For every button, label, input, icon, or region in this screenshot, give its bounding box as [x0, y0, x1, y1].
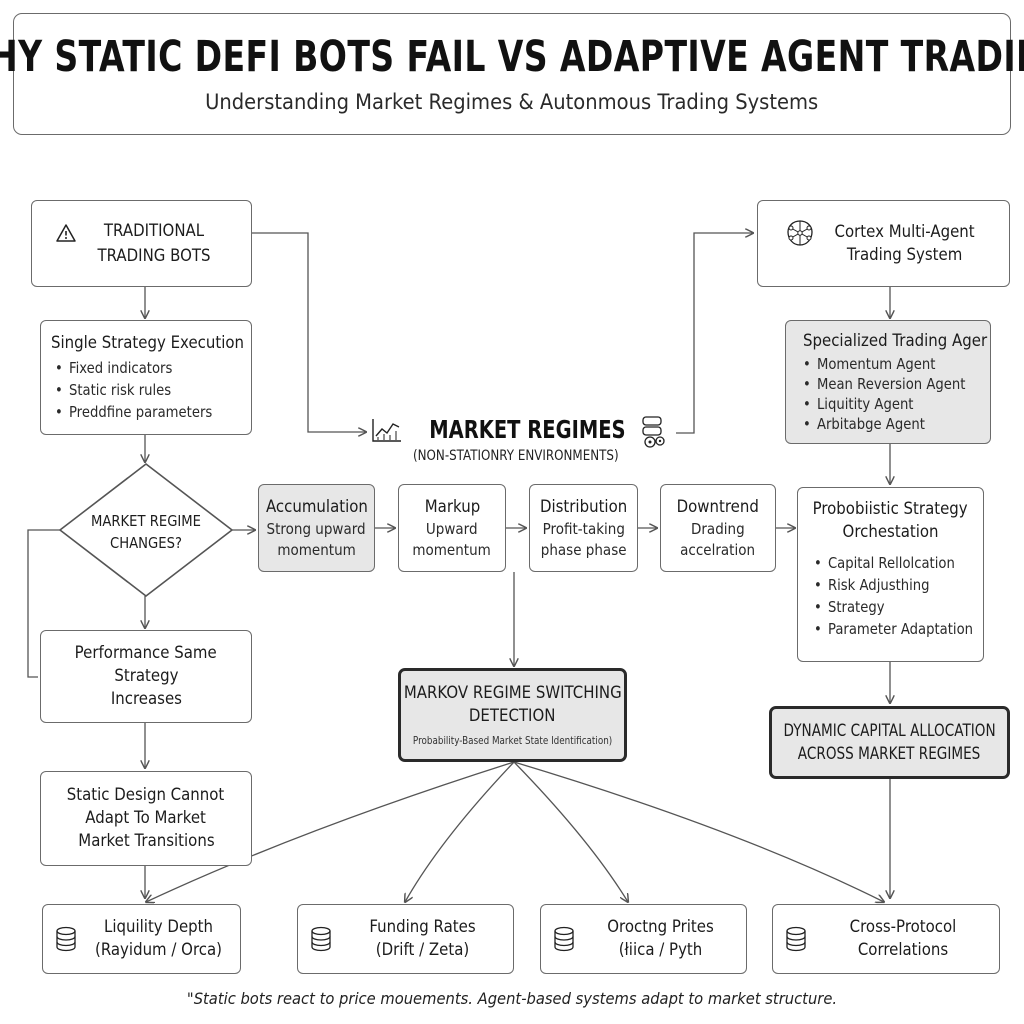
source-oracle-prices: Oroctng Prites (łiica / Pyth	[540, 904, 747, 974]
phase-distribution: Distribution Profit-taking phase phase	[529, 484, 638, 572]
cortex-label: Cortex Multi-Agent Trading System	[825, 221, 984, 267]
performance-box: Performance Same Strategy Increases	[40, 630, 252, 723]
source-label: Oroctng Prites (łiica / Pyth	[575, 916, 746, 962]
performance-line-1: Performance Same	[74, 643, 217, 663]
market-regimes-title: MARKET REGIMES	[429, 415, 626, 444]
database-icon	[311, 926, 331, 952]
static-design-line-1: Static Design Cannot	[67, 785, 225, 805]
agents-title: Specialized Trading Ager	[803, 331, 988, 351]
dynamic-line-2: ACROSS MARKET REGIMES	[798, 743, 981, 764]
source-name: Funding Rates	[369, 917, 476, 937]
source-detail: (łiica / Pyth	[618, 940, 703, 960]
phase-title: Markup	[424, 496, 480, 517]
source-name: Cross-Protocol	[849, 917, 957, 937]
source-funding-rates: Funding Rates (Drift / Zeta)	[297, 904, 514, 974]
agents-list: Momentum Agent Mean Reversion Agent Liqu…	[803, 354, 965, 434]
cortex-line-2: Trading System	[846, 244, 963, 265]
footer-quote: "Static bots react to price mouements. A…	[186, 989, 838, 1008]
markov-detection-box: MARKOV REGIME SWITCHING DETECTION Probab…	[398, 668, 627, 762]
markov-title-line-2: DETECTION	[469, 706, 556, 726]
list-item: Fixed indicators	[55, 357, 212, 379]
source-cross-protocol: Cross-Protocol Correlations	[772, 904, 1000, 974]
static-design-line-3: Market Transitions	[77, 831, 215, 851]
dynamic-allocation-box: DYNAMIC CAPITAL ALLOCATION ACROSS MARKET…	[769, 706, 1010, 779]
list-item: Capital Rellolcation	[814, 552, 973, 574]
phase-line: phase phase	[540, 540, 627, 559]
list-item: Static risk rules	[55, 379, 212, 401]
decision-line-2: CHANGES?	[110, 535, 182, 552]
source-detail: (Drift / Zeta)	[375, 940, 470, 960]
warning-icon	[55, 223, 76, 242]
phase-downtrend: Downtrend Drading accelration	[660, 484, 776, 572]
list-item: Risk Adjusthing	[814, 574, 973, 596]
markov-subtitle: Probability-Based Market State Identific…	[412, 734, 613, 747]
phase-title: Distribution	[539, 496, 628, 517]
phase-markup: Markup Upward momentum	[398, 484, 506, 572]
phase-line: Drading	[691, 519, 745, 538]
traditional-bots-label: TRADITIONAL TRADING BOTS	[96, 220, 211, 266]
market-regimes-subtitle: (NON-STATIONRY ENVIRONMENTS)	[413, 448, 619, 464]
phase-title: Downtrend	[676, 496, 760, 517]
markov-title-line-1: MARKOV REGIME SWITCHING	[403, 683, 622, 703]
database-icon	[786, 926, 806, 952]
network-brain-icon	[787, 219, 813, 246]
cortex-line-1: Cortex Multi-Agent	[834, 221, 975, 242]
market-regime-decision: MARKET REGIME CHANGES?	[58, 462, 234, 598]
list-item: Preddfine parameters	[55, 401, 212, 423]
page-title: WHY STATIC DEFI BOTS FAIL VS ADAPTIVE AG…	[0, 32, 1024, 82]
list-item: Arbitabge Agent	[803, 414, 965, 434]
phase-accumulation: Accumulation Strong upward momentum	[258, 484, 375, 572]
source-name: Liquility Depth	[104, 917, 213, 937]
page-subtitle: Understanding Market Regimes & Autonmous…	[205, 90, 819, 114]
header-box: WHY STATIC DEFI BOTS FAIL VS ADAPTIVE AG…	[0, 13, 1024, 135]
list-item: Momentum Agent	[803, 354, 965, 374]
list-item: Liquitity Agent	[803, 394, 965, 414]
source-detail: Correlations	[857, 940, 949, 960]
phase-line: Strong upward	[266, 519, 367, 538]
probabilistic-orchestration-box: Probobiistic Strategy Orchestation Capit…	[797, 487, 984, 662]
list-item: Parameter Adaptation	[814, 618, 973, 640]
phase-line: Upward	[426, 519, 478, 538]
static-design-line-2: Adapt To Market	[85, 808, 207, 828]
phase-line: momentum	[277, 540, 356, 559]
performance-line-2: Strategy	[113, 666, 179, 686]
cortex-box: Cortex Multi-Agent Trading System	[757, 200, 1010, 287]
source-detail: (Rayidum / Orca)	[94, 940, 222, 960]
gears-icon	[642, 416, 665, 448]
database-icon	[56, 926, 76, 952]
prob-list: Capital Rellolcation Risk Adjusthing Str…	[814, 552, 973, 640]
static-design-box: Static Design Cannot Adapt To Market Mar…	[40, 771, 252, 866]
line-chart-icon	[372, 419, 401, 442]
source-label: Cross-Protocol Correlations	[807, 916, 999, 962]
list-item: Strategy	[814, 596, 973, 618]
phase-line: accelration	[680, 540, 756, 559]
performance-line-3: Increases	[110, 689, 182, 709]
source-label: Funding Rates (Drift / Zeta)	[332, 916, 513, 962]
source-liquidity-depth: Liquility Depth (Rayidum / Orca)	[42, 904, 241, 974]
phase-line: Profit-taking	[542, 519, 625, 538]
database-icon	[554, 926, 574, 952]
decision-line-1: MARKET REGIME	[91, 513, 201, 530]
phase-line: momentum	[412, 540, 492, 559]
single-strategy-title: Single Strategy Execution	[51, 333, 245, 353]
prob-title-line-1: Probobiistic Strategy	[812, 499, 969, 519]
traditional-bots-box: TRADITIONAL TRADING BOTS	[31, 200, 252, 287]
list-item: Mean Reversion Agent	[803, 374, 965, 394]
single-strategy-box: Single Strategy Execution Fixed indicato…	[40, 320, 252, 435]
phase-title: Accumulation	[265, 496, 368, 517]
dynamic-line-1: DYNAMIC CAPITAL ALLOCATION	[783, 720, 996, 741]
source-name: Oroctng Prites	[607, 917, 714, 937]
single-strategy-list: Fixed indicators Static risk rules Predd…	[55, 357, 212, 423]
source-label: Liquility Depth (Rayidum / Orca)	[77, 916, 240, 962]
specialized-agents-box: Specialized Trading Ager Momentum Agent …	[785, 320, 991, 444]
prob-title-line-2: Orchestation	[842, 522, 939, 542]
